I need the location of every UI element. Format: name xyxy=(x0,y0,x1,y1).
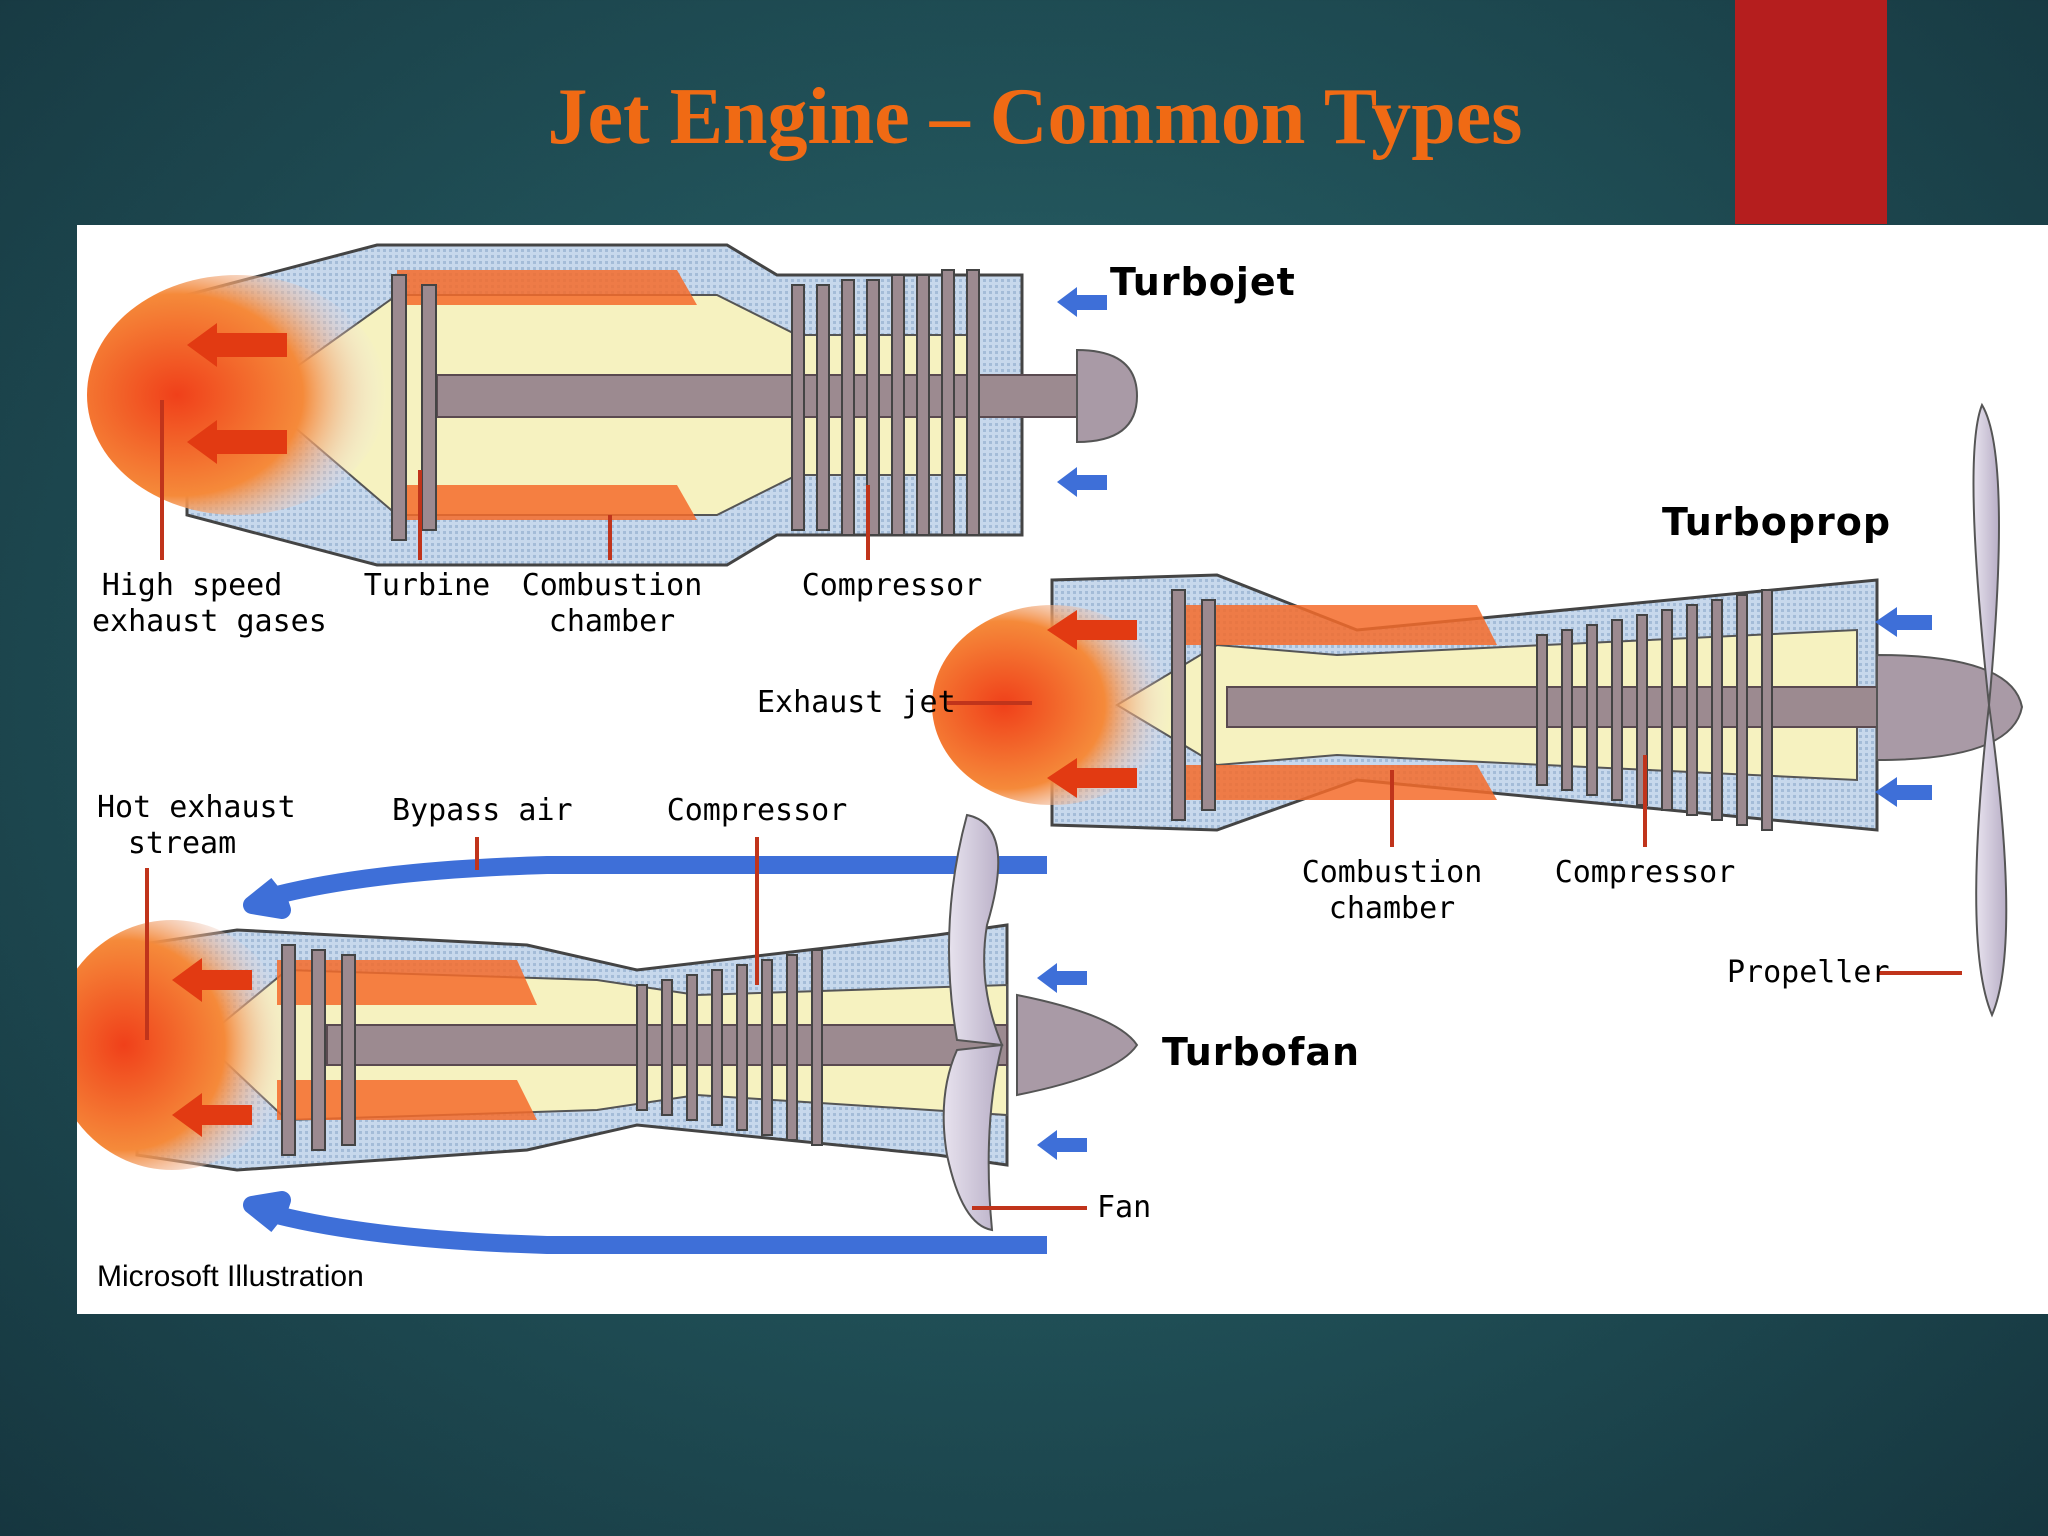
turbojet-flame-bottom xyxy=(397,485,697,520)
turboprop-flame-top xyxy=(1177,605,1497,645)
turbojet-turbine-label: Turbine xyxy=(363,568,491,603)
turbojet-turbine-blades xyxy=(391,274,437,541)
turbojet-leader-lines xyxy=(160,400,870,560)
turbojet-compressor-label: Compressor xyxy=(801,568,983,603)
turboprop-propeller-label: Propeller xyxy=(1727,955,1890,990)
turboprop-spinner xyxy=(1876,653,2024,762)
illustration-credit: Microsoft Illustration xyxy=(97,1260,364,1293)
turbojet-combustion-label: Combustion chamber xyxy=(521,568,703,639)
engine-diagram-panel: Turbojet Turboprop Turbofan High speed e… xyxy=(77,225,2048,1314)
slide-title: Jet Engine – Common Types xyxy=(547,73,1523,161)
turbojet-engine xyxy=(87,243,1139,567)
turbofan-label: Turbofan xyxy=(1162,1030,1361,1074)
turbofan-bypass-arrow-bottom xyxy=(243,1191,1047,1254)
turbofan-compressor-blades xyxy=(636,949,823,1146)
turbojet-intake-arrows xyxy=(1057,287,1107,497)
turbofan-fan xyxy=(942,813,1004,1232)
turboprop-compressor-label: Compressor xyxy=(1554,855,1736,890)
turbojet-exhaust-plume xyxy=(87,275,387,515)
engine-diagram-svg xyxy=(77,243,2024,1254)
turboprop-flame-bottom xyxy=(1177,765,1497,800)
turbojet-spinner xyxy=(1076,348,1139,444)
turbojet-exhaust-label: High speed exhaust gases xyxy=(92,568,327,639)
turbofan-compressor-label: Compressor xyxy=(666,793,848,828)
turbofan-exhaust-arrows xyxy=(172,958,252,1137)
turbofan-bypass-label: Bypass air xyxy=(392,793,573,828)
turbojet-compressor-blades xyxy=(791,269,980,536)
turbofan-spinner xyxy=(1016,993,1139,1097)
turbojet-shaft xyxy=(436,374,1078,418)
turboprop-engine xyxy=(932,402,2024,1018)
turbofan-leader-lines xyxy=(145,837,1087,1210)
turboprop-label: Turboprop xyxy=(1662,500,1892,544)
turbofan-turbine-blades xyxy=(281,944,356,1156)
turbofan-intake-arrows xyxy=(1037,963,1087,1160)
turboprop-intake-arrows xyxy=(1875,607,1932,807)
turbojet-label: Turbojet xyxy=(1110,260,1296,304)
turbofan-fan-label: Fan xyxy=(1097,1190,1152,1225)
turboprop-propeller xyxy=(1972,402,2008,1018)
turbojet-exhaust-arrows xyxy=(187,323,287,464)
turboprop-exhaust-plume xyxy=(932,605,1172,805)
turboprop-exhaust-arrows xyxy=(1047,610,1137,798)
turbofan-engine xyxy=(77,813,1139,1254)
turboprop-exhaust-label: Exhaust jet xyxy=(757,685,956,720)
accent-bar xyxy=(1735,0,1887,224)
turboprop-compressor-blades xyxy=(1536,589,1773,831)
turboprop-combustion-label: Combustion chamber xyxy=(1301,855,1483,926)
turbofan-bypass-arrow-top xyxy=(243,856,1047,919)
turbofan-hot-exhaust-label: Hot exhaust stream xyxy=(97,790,296,861)
turbojet-flame-top xyxy=(397,270,697,305)
turboprop-turbine-blades xyxy=(1171,589,1216,821)
turboprop-leader-lines xyxy=(947,701,1962,975)
